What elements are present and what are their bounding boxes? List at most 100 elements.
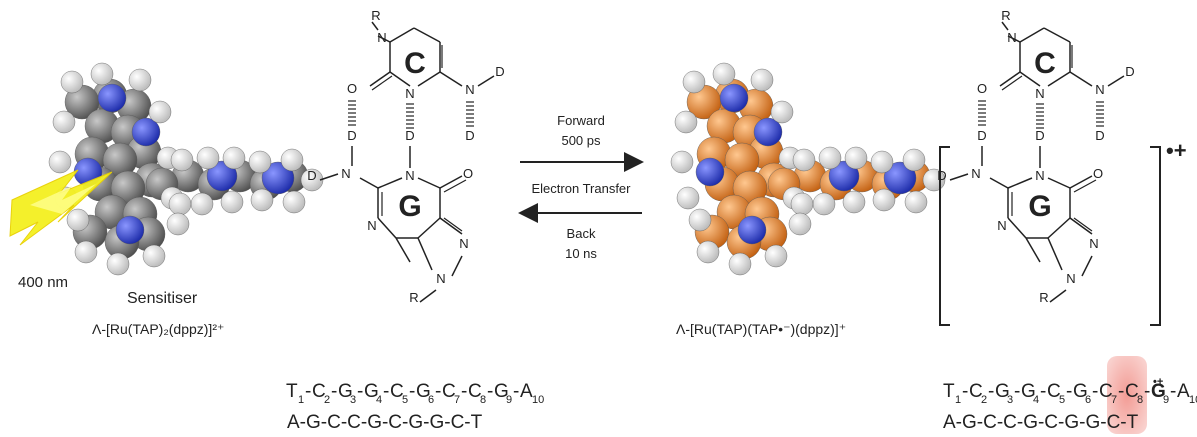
sequence-base: G — [1073, 381, 1088, 402]
sensitiser-caption: Sensitiser — [127, 290, 198, 307]
svg-text:R: R — [409, 290, 418, 305]
sequence-index: 5 — [402, 394, 408, 406]
svg-text:N: N — [1035, 168, 1044, 183]
svg-text:D: D — [1095, 128, 1104, 143]
sequence-index: 6 — [428, 394, 434, 406]
svg-text:O: O — [463, 166, 473, 181]
svg-text:N: N — [377, 30, 386, 45]
svg-text:C: C — [404, 47, 426, 80]
sequence-index: 3 — [1007, 394, 1013, 406]
sequence-base: C — [312, 381, 326, 402]
sequence-base: G — [338, 381, 353, 402]
svg-text:N: N — [1095, 82, 1104, 97]
sequence-base: C — [1125, 381, 1139, 402]
wavelength-label: 400 nm — [18, 274, 68, 291]
svg-text:-: - — [1170, 381, 1176, 402]
sequence-base: T — [943, 381, 955, 402]
svg-text:D: D — [1035, 128, 1044, 143]
sequence-index: 1 — [298, 394, 304, 406]
reaction-arrows: Forward 500 ps Electron Transfer Back 10… — [518, 113, 644, 261]
svg-text:N: N — [997, 218, 1006, 233]
svg-text:N: N — [1089, 236, 1098, 251]
sequence-base: G — [494, 381, 509, 402]
sequence-right: T1-C2-G3-G4-C5-G6-C7-C8-G9•+-A10 — [943, 376, 1197, 406]
sequence-index: 7 — [454, 394, 460, 406]
svg-text:R: R — [1039, 290, 1048, 305]
bracket-right — [1150, 146, 1161, 326]
sequence-left-bottom-strand: A-G-C-C-G-C-G-G-C-T — [287, 412, 483, 433]
svg-text:D: D — [307, 168, 316, 183]
sequence-base: C — [442, 381, 456, 402]
sequence-index: 10 — [532, 394, 544, 406]
electron-transfer-label: Electron Transfer — [532, 181, 632, 196]
svg-text:N: N — [341, 166, 350, 181]
radical-cation-charge: •+ — [1166, 138, 1187, 163]
svg-text:N: N — [971, 166, 980, 181]
svg-text:-: - — [383, 381, 389, 402]
bracket-left — [939, 146, 950, 326]
sequence-base: G — [364, 381, 379, 402]
svg-text:N: N — [465, 82, 474, 97]
svg-text:R: R — [371, 8, 380, 23]
back-label: Back — [567, 226, 596, 241]
svg-text:-: - — [1066, 381, 1072, 402]
svg-text:C: C — [1034, 47, 1056, 80]
svg-text:D: D — [495, 64, 504, 79]
sequence-index: 4 — [376, 394, 382, 406]
forward-label: Forward — [557, 113, 605, 128]
sequence-index: 6 — [1085, 394, 1091, 406]
svg-text:-: - — [1040, 381, 1046, 402]
svg-text:N: N — [1007, 30, 1016, 45]
svg-text:-: - — [988, 381, 994, 402]
svg-text:D: D — [465, 128, 474, 143]
sequence-index: 9 — [506, 394, 512, 406]
sensitiser-molecule-model — [48, 62, 324, 276]
sequence-right-bottom-strand: A-G-C-C-G-C-G-G-C-T — [943, 412, 1139, 433]
svg-text:D: D — [405, 128, 414, 143]
forward-time: 500 ps — [561, 133, 601, 148]
svg-text:-: - — [409, 381, 415, 402]
svg-text:O: O — [347, 81, 357, 96]
oxidised-mark: •+ — [1153, 376, 1163, 388]
svg-text:-: - — [331, 381, 337, 402]
svg-text:N: N — [436, 271, 445, 286]
sequence-index: 8 — [1137, 394, 1143, 406]
sequence-base: C — [1099, 381, 1113, 402]
svg-text:N: N — [459, 236, 468, 251]
sequence-index: 4 — [1033, 394, 1039, 406]
sequence-index: 2 — [324, 394, 330, 406]
sequence-base: T — [286, 381, 298, 402]
svg-text:D: D — [937, 168, 946, 183]
svg-text:D: D — [347, 128, 356, 143]
sequence-base: G — [416, 381, 431, 402]
svg-text:G: G — [1028, 190, 1051, 223]
svg-text:-: - — [435, 381, 441, 402]
svg-text:-: - — [305, 381, 311, 402]
sequence-base: A — [1177, 381, 1190, 402]
back-time: 10 ns — [565, 246, 597, 261]
svg-text:O: O — [977, 81, 987, 96]
svg-text:G: G — [398, 190, 421, 223]
svg-text:-: - — [461, 381, 467, 402]
svg-text:N: N — [405, 86, 414, 101]
sequence-index: 7 — [1111, 394, 1117, 406]
sensitiser-formula: Λ-[Ru(TAP)₂(dppz)]²⁺ — [92, 321, 224, 337]
sequence-base: C — [969, 381, 983, 402]
svg-text:N: N — [1035, 86, 1044, 101]
sequence-base: C — [468, 381, 482, 402]
svg-text:-: - — [962, 381, 968, 402]
sequence-index: 5 — [1059, 394, 1065, 406]
svg-text:D: D — [1125, 64, 1134, 79]
svg-text:-: - — [513, 381, 519, 402]
svg-text:N: N — [1066, 271, 1075, 286]
sequence-base: G — [1151, 381, 1166, 402]
svg-text:-: - — [487, 381, 493, 402]
sequence-index: 3 — [350, 394, 356, 406]
reduced-complex-molecule-model — [670, 62, 946, 276]
svg-text:D: D — [977, 128, 986, 143]
sequence-index: 10 — [1189, 394, 1197, 406]
svg-text:-: - — [357, 381, 363, 402]
sequence-index: 2 — [981, 394, 987, 406]
